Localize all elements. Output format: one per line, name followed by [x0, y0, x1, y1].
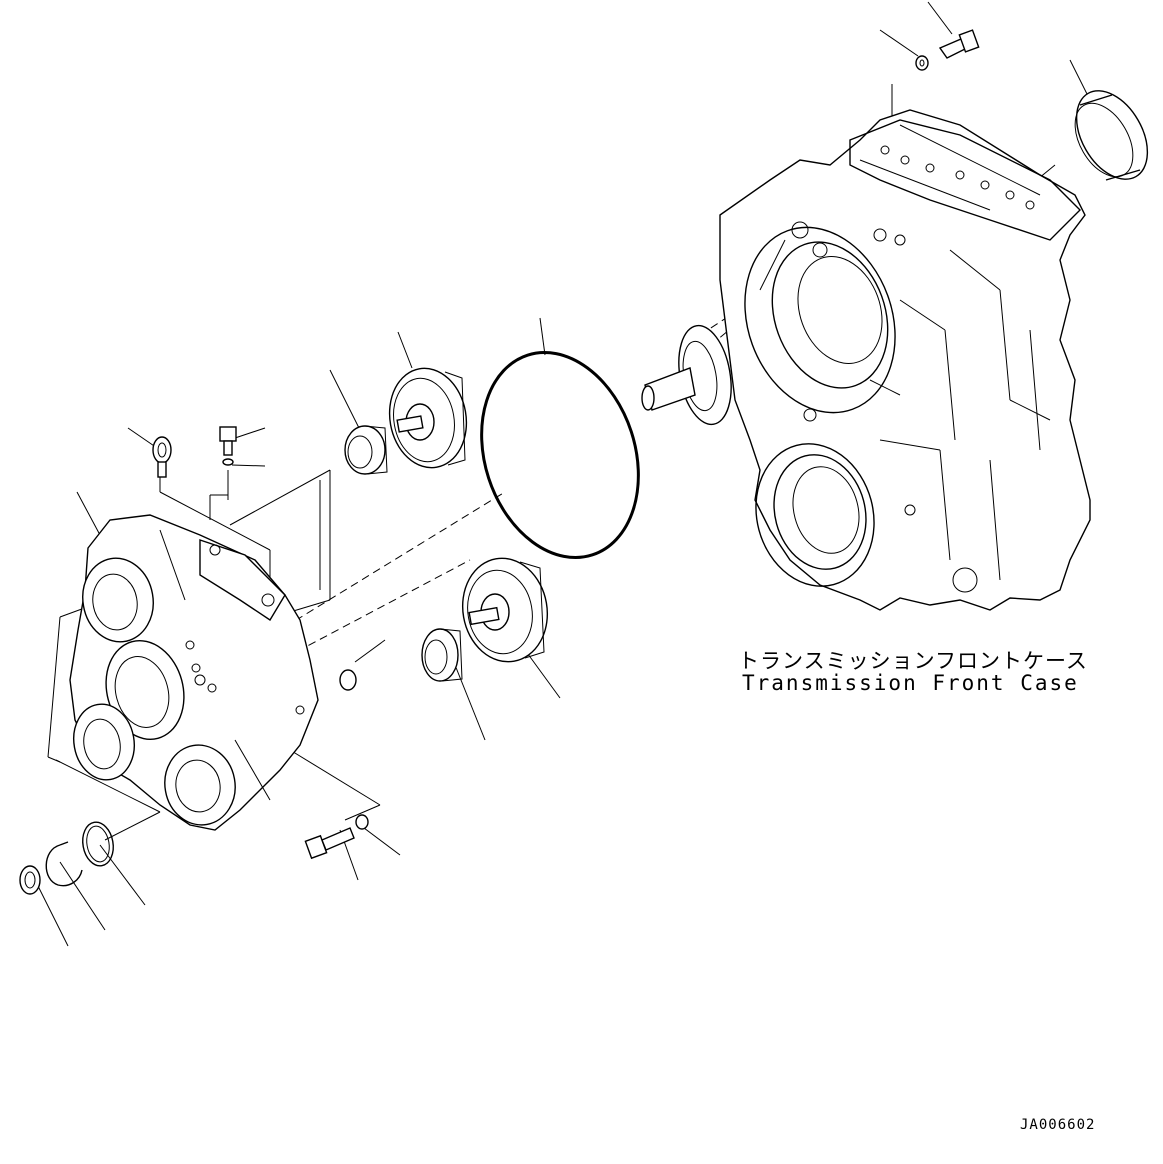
drawing-id: JA006602	[1020, 1117, 1096, 1133]
eye-bolt	[152, 436, 172, 478]
o-ring-small	[339, 669, 357, 691]
gear-upper	[388, 367, 468, 469]
caption-japanese: トランスミッションフロントケース	[738, 649, 1088, 673]
washer-upper-left	[222, 458, 234, 466]
snap-ring	[45, 841, 83, 887]
bolt-lower	[304, 827, 355, 860]
bolt-top	[938, 29, 980, 59]
front-cover	[69, 514, 319, 831]
caption-english: Transmission Front Case	[742, 671, 1079, 695]
transmission-case	[719, 109, 1091, 611]
washer-top	[915, 55, 929, 71]
o-ring-large	[480, 350, 640, 560]
seal-ring	[82, 821, 114, 867]
valve-holes	[791, 145, 1035, 593]
shaft-hub	[641, 324, 732, 426]
gear-lower	[461, 557, 549, 663]
sleeve-ring	[1074, 90, 1149, 181]
bolt-upper-left	[219, 426, 237, 456]
bearing-lower	[421, 628, 463, 682]
nut	[19, 865, 41, 895]
bearing-upper	[344, 425, 388, 475]
washer-lower	[355, 814, 369, 830]
